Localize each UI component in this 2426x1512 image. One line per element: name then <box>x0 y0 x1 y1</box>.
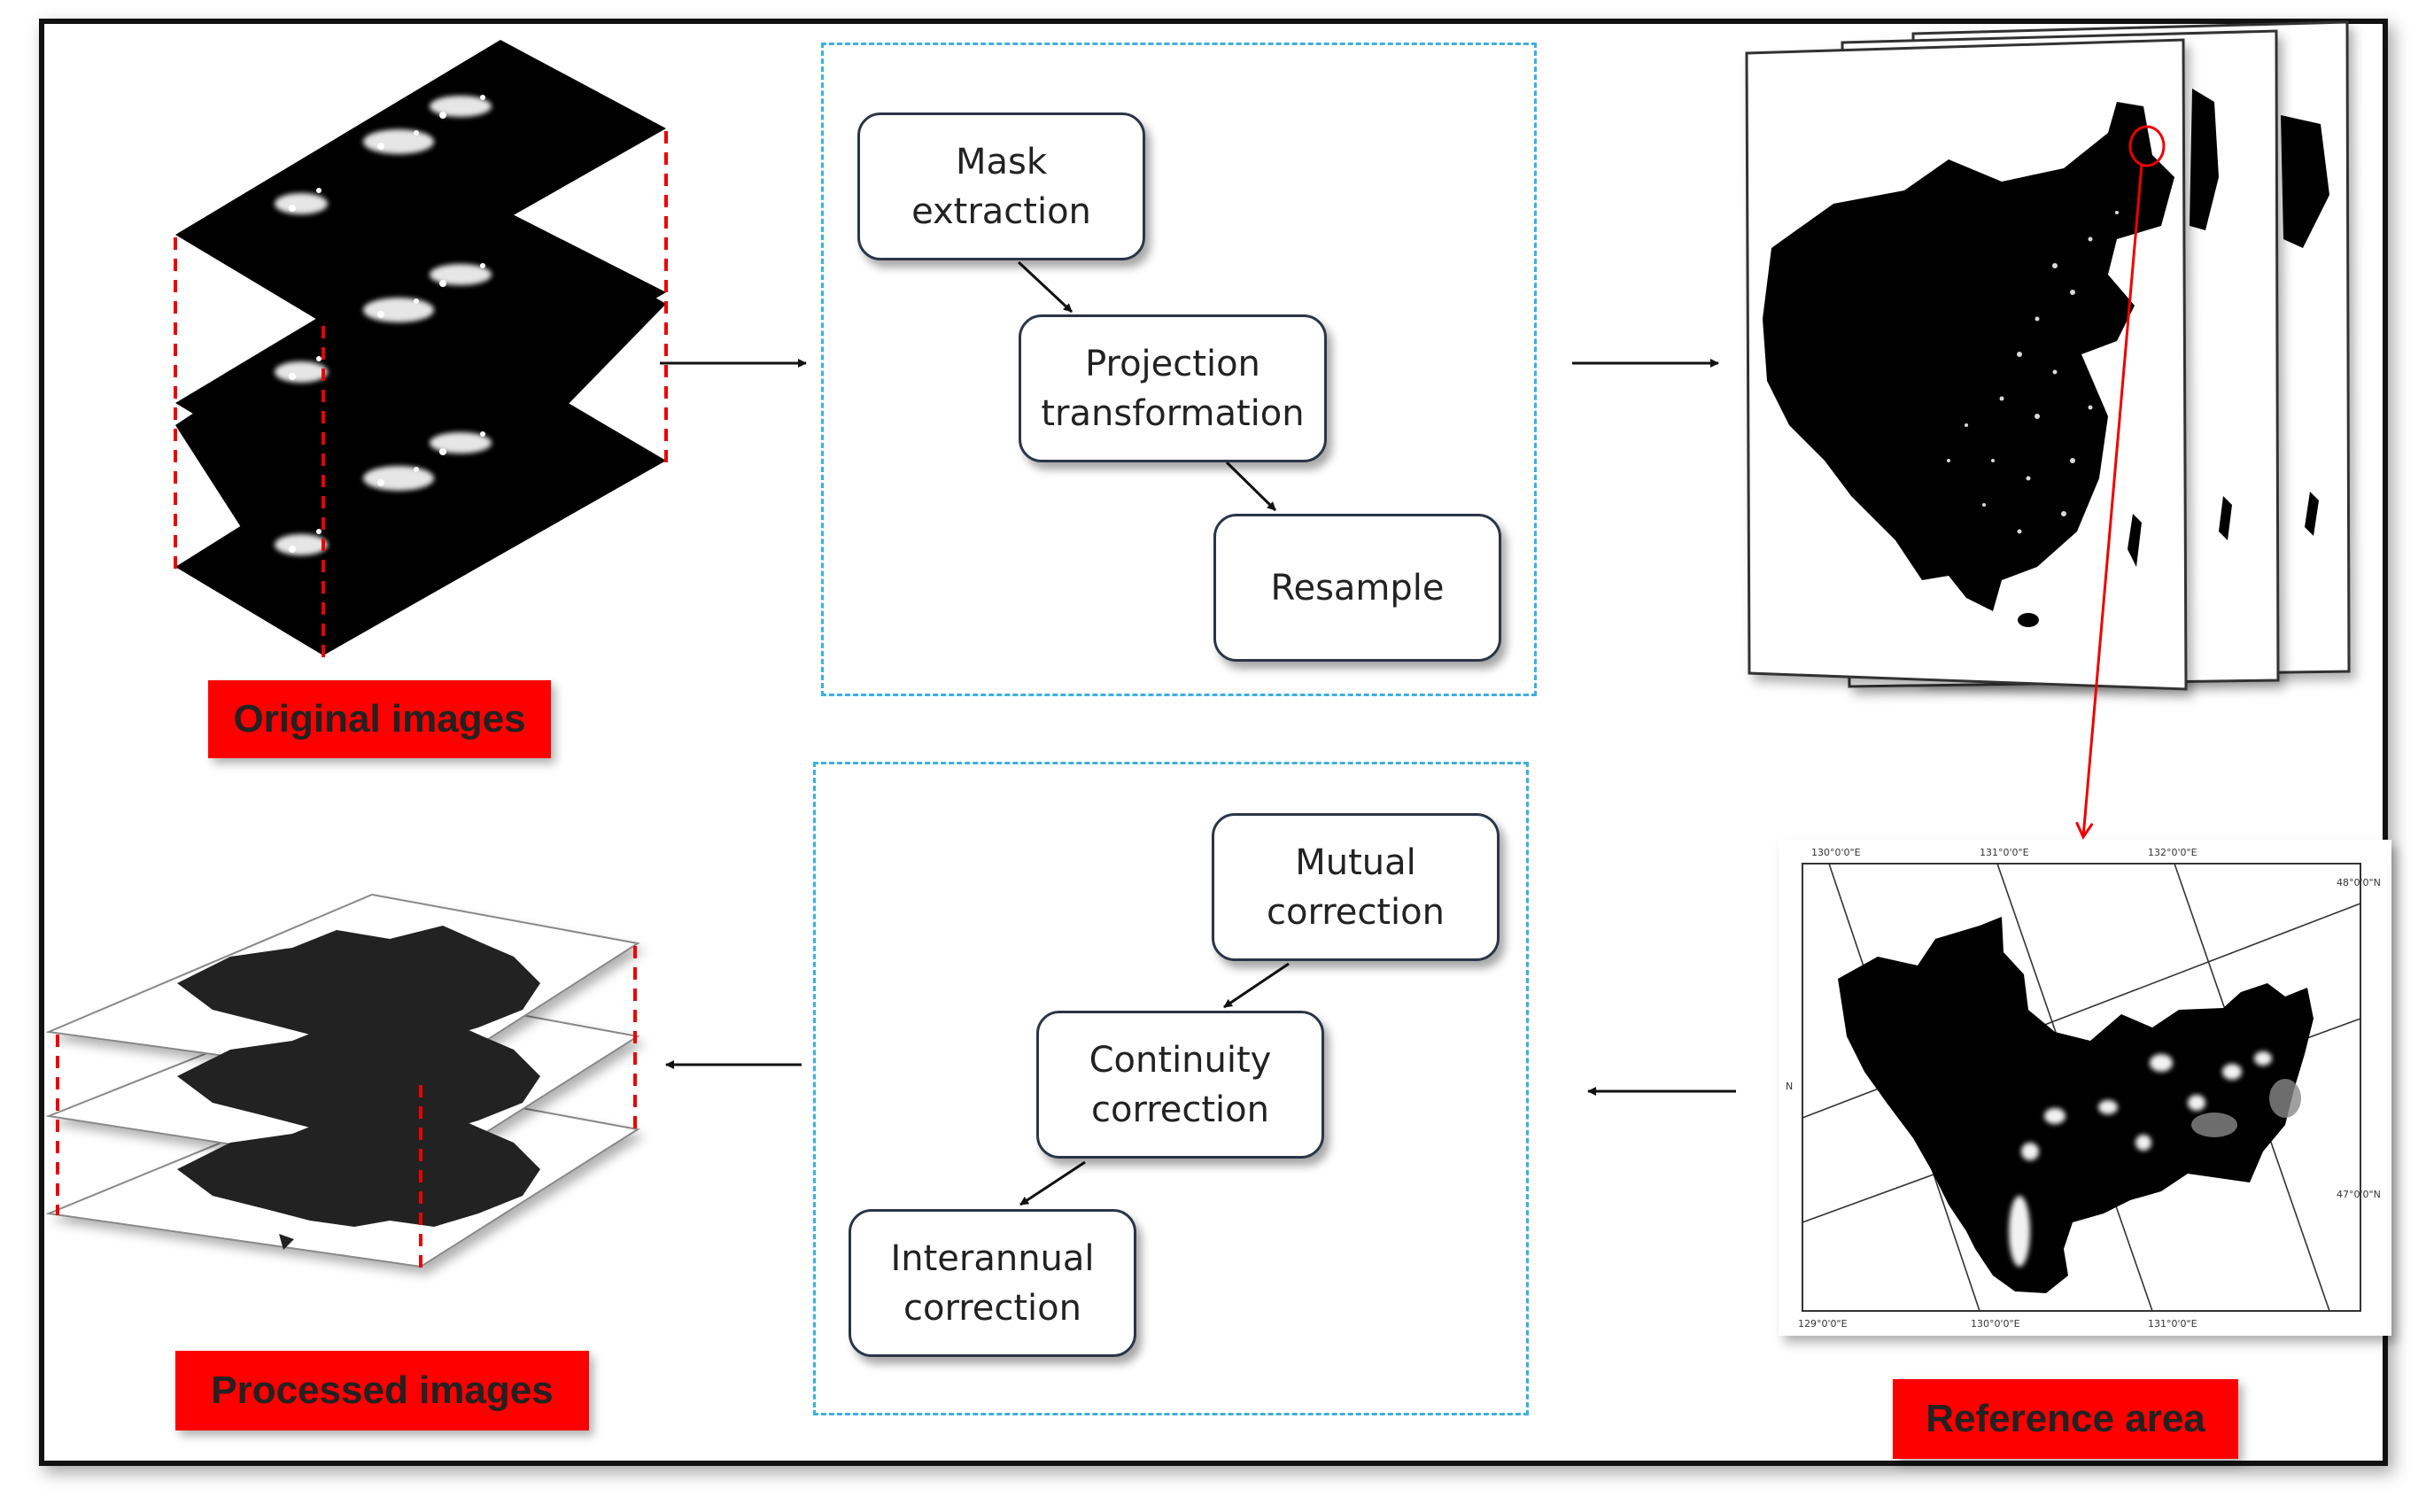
reference-highlight-circle <box>2128 125 2166 167</box>
original-images-label: Original images <box>208 680 551 758</box>
bottom-process-container <box>813 762 1529 1415</box>
reference-area-label: Reference area <box>1893 1379 2238 1459</box>
interannual-correction-step: Interannual correction <box>849 1209 1136 1357</box>
mask-extraction-step: Mask extraction <box>857 112 1145 260</box>
projection-transformation-step: Projection transformation <box>1019 314 1327 462</box>
map-tick-right-1: 48°0'0"N <box>2337 877 2381 888</box>
map-tick-top-3: 132°0'0"E <box>2148 847 2197 858</box>
map-tick-bottom-1: 129°0'0"E <box>1798 1318 1848 1330</box>
reference-area-map: 130°0'0"E 131°0'0"E 132°0'0"E 129°0'0"E … <box>1779 840 2391 1336</box>
arrow-zoom-to-reference <box>2075 164 2143 841</box>
original-image-stack <box>174 40 668 660</box>
connector-mutual-to-continuity <box>1223 962 1290 1009</box>
map-tick-top-1: 130°0'0"E <box>1811 847 1861 858</box>
map-tick-left-1: N <box>1786 1081 1793 1092</box>
resample-step: Resample <box>1213 514 1501 662</box>
map-tick-right-2: 47°0'0"N <box>2337 1189 2381 1200</box>
processed-images-label: Processed images <box>175 1351 589 1431</box>
original-layer-1 <box>175 40 666 323</box>
reference-region-shape <box>1838 917 2314 1293</box>
connector-projection-to-resample <box>1225 461 1277 512</box>
reference-map-neatline <box>1802 863 2361 1312</box>
mutual-correction-step: Mutual correction <box>1212 813 1500 961</box>
map-tick-top-2: 131°0'0"E <box>1980 847 2029 858</box>
china-map-stack <box>1745 20 2351 841</box>
processed-image-stack <box>45 893 640 1268</box>
map-tick-bottom-2: 130°0'0"E <box>1971 1318 2020 1330</box>
connector-continuity-to-interannual <box>1019 1160 1086 1206</box>
connector-mask-to-projection <box>1017 260 1073 314</box>
china-silhouette <box>1763 102 2174 611</box>
continuity-correction-step: Continuity correction <box>1036 1011 1324 1159</box>
map-tick-bottom-3: 131°0'0"E <box>2148 1318 2197 1330</box>
top-process-container <box>821 43 1537 696</box>
